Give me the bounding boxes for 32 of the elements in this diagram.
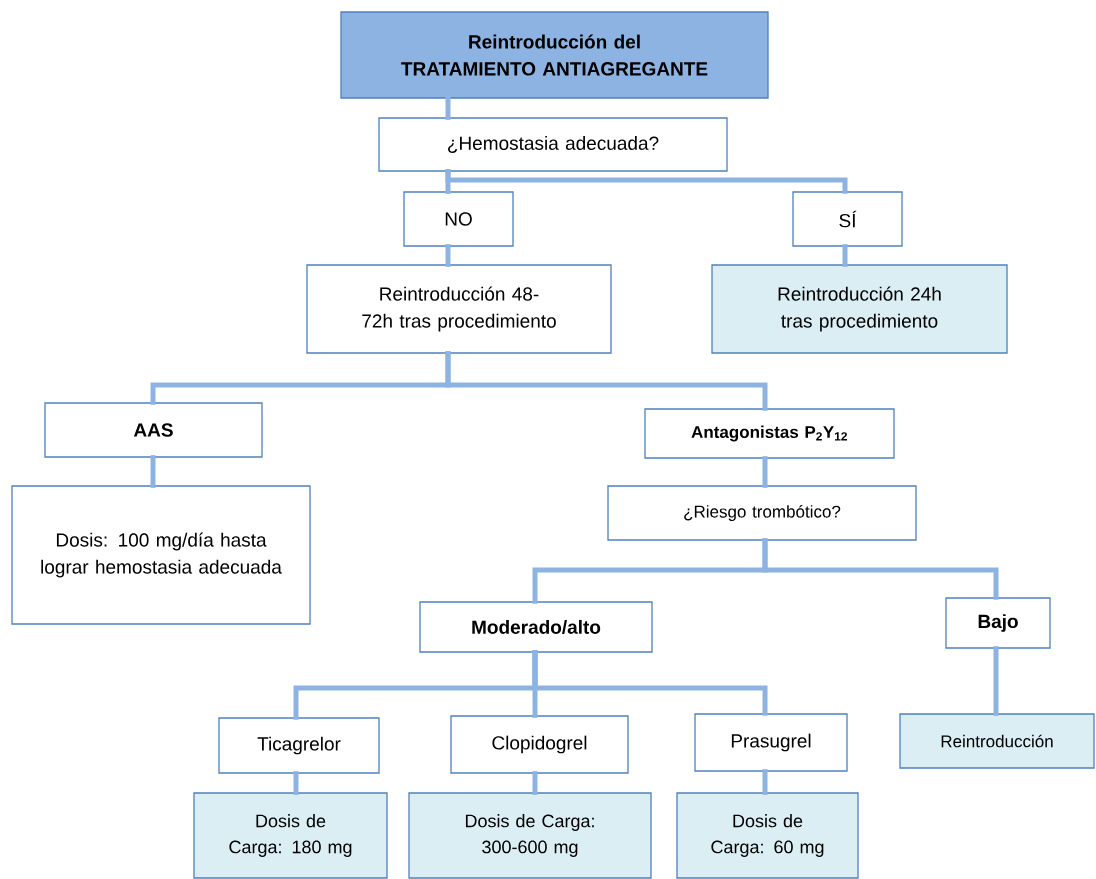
connector-line — [445, 351, 768, 411]
flow-box: AAS — [44, 402, 263, 458]
connector-line — [762, 538, 999, 600]
flow-box: Dosis de Carga: 60 mg — [676, 792, 859, 879]
connector-line — [293, 771, 299, 795]
connector-line — [842, 244, 848, 267]
flow-box: NO — [403, 191, 514, 247]
flow-box: Reintroducción del TRATAMIENTO ANTIAGREGANTE — [340, 11, 769, 99]
connector-line — [762, 769, 768, 795]
connector-line — [150, 455, 156, 488]
flow-box: Reintroducción — [899, 713, 1095, 769]
connector-line — [532, 771, 538, 795]
connector-line — [762, 456, 768, 488]
connector-line — [993, 646, 999, 716]
flow-box: ¿Hemostasia adecuada? — [378, 117, 728, 172]
flow-box: Antagonistas P$_{2}$Y$_{12}$ — [644, 408, 895, 459]
connector-line — [445, 96, 451, 120]
flow-box: Prasugrel — [694, 713, 848, 772]
flow-box: Moderado/alto — [419, 601, 653, 653]
connector-line — [445, 169, 848, 194]
flow-box: Reintroducción 48-72h tras procedimiento — [306, 264, 612, 354]
flow-box: ¿Riesgo trombótico? — [607, 485, 917, 541]
connector-line — [445, 244, 451, 267]
flow-box: Ticagrelor — [218, 717, 380, 774]
flow-box: SÍ — [792, 191, 903, 247]
flow-box: Dosis de Carga: 180 mg — [193, 792, 388, 879]
flow-box: Dosis de Carga: 300-600 mg — [408, 792, 652, 879]
flow-box: Reintroducción 24h tras procedimiento — [711, 264, 1008, 354]
flow-box: Bajo — [945, 597, 1051, 649]
flow-box: Dosis: 100 mg/día hasta lograr hemostasia adecuada — [11, 485, 311, 625]
flow-box: Clopidogrel — [450, 715, 629, 774]
connector-line — [532, 650, 768, 716]
